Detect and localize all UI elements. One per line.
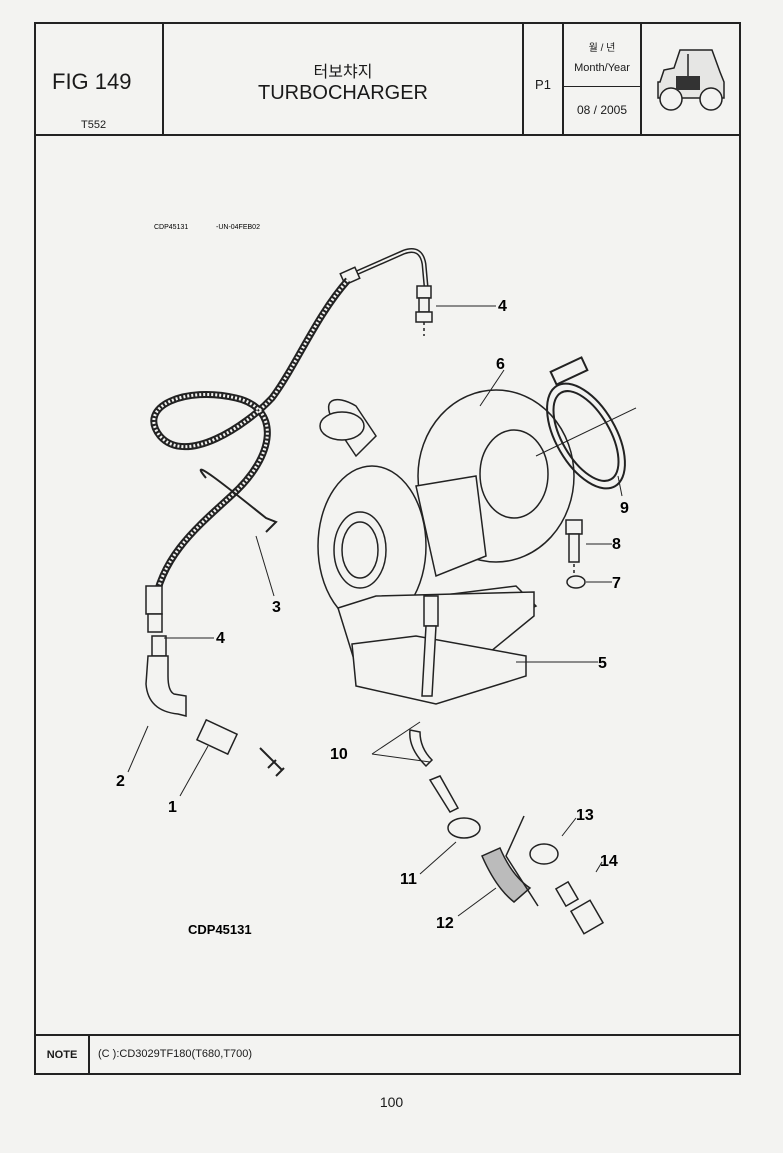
tractor-icon	[657, 49, 725, 111]
callout-4-lower: 4	[216, 630, 225, 647]
title-english: TURBOCHARGER	[257, 82, 428, 104]
date-divider	[564, 86, 642, 87]
callout-10: 10	[330, 746, 348, 763]
page-number: 100	[379, 1094, 404, 1110]
turbocharger-body	[317, 389, 575, 705]
callout-11: 11	[400, 871, 417, 888]
callout-14: 14	[600, 853, 618, 870]
date-cell: 월 / 년 Month/Year 08 / 2005	[564, 24, 642, 134]
washer	[566, 575, 586, 589]
note-row: NOTE (C ):CD3029TF180(T680,T700)	[36, 1034, 739, 1075]
callout-9: 9	[620, 500, 629, 517]
turbocharger-exploded-diagram: CDP45131 -UN-04FEB02	[116, 224, 637, 937]
fig-number: FIG 149	[52, 69, 132, 94]
title-korean: 터보챠지	[313, 64, 373, 81]
note-label: NOTE	[36, 1036, 90, 1075]
note-text: (C ):CD3029TF180(T680,T700)	[98, 1048, 253, 1060]
date-value: 08 / 2005	[576, 103, 628, 117]
callout-2: 2	[116, 773, 125, 790]
oil-supply-line	[150, 248, 429, 607]
page-frame: FIG 149 T552 터보챠지 TURBOCHARGER P1 월 / 년 …	[34, 22, 741, 1075]
leader-lines	[127, 305, 637, 917]
fitting-upper	[415, 285, 433, 336]
model-code: T552	[81, 119, 107, 131]
title-cell: 터보챠지 TURBOCHARGER	[164, 24, 524, 134]
date-label-korean: 월 / 년	[588, 43, 616, 54]
header: FIG 149 T552 터보챠지 TURBOCHARGER P1 월 / 년 …	[36, 24, 739, 136]
hose-lower-end	[145, 585, 285, 777]
callout-12: 12	[436, 915, 454, 932]
callout-4-upper: 4	[498, 298, 507, 315]
callout-1: 1	[168, 799, 177, 816]
return-hose-parts	[447, 815, 605, 935]
callouts: 1 2 3 4 4 5 6 7 8 9 10 11 12 13 14	[116, 298, 629, 932]
callout-7: 7	[612, 575, 621, 592]
fig-cell: FIG 149 T552	[36, 24, 164, 134]
callout-5: 5	[598, 655, 607, 672]
v-band-clamp	[546, 356, 626, 490]
page-code-cell: P1	[524, 24, 564, 134]
callout-8: 8	[612, 536, 621, 553]
date-label-english: Month/Year	[574, 62, 630, 74]
callout-6: 6	[496, 356, 505, 373]
bolt	[565, 519, 583, 576]
clip	[199, 468, 278, 533]
oil-return-tube	[409, 595, 460, 813]
callout-13: 13	[576, 807, 594, 824]
small-date-code: -UN-04FEB02	[216, 224, 260, 231]
callout-3: 3	[272, 599, 281, 616]
small-reference-code: CDP45131	[154, 224, 188, 231]
page-code: P1	[535, 77, 551, 92]
reference-code: CDP45131	[188, 922, 252, 937]
tractor-cell	[642, 24, 739, 134]
